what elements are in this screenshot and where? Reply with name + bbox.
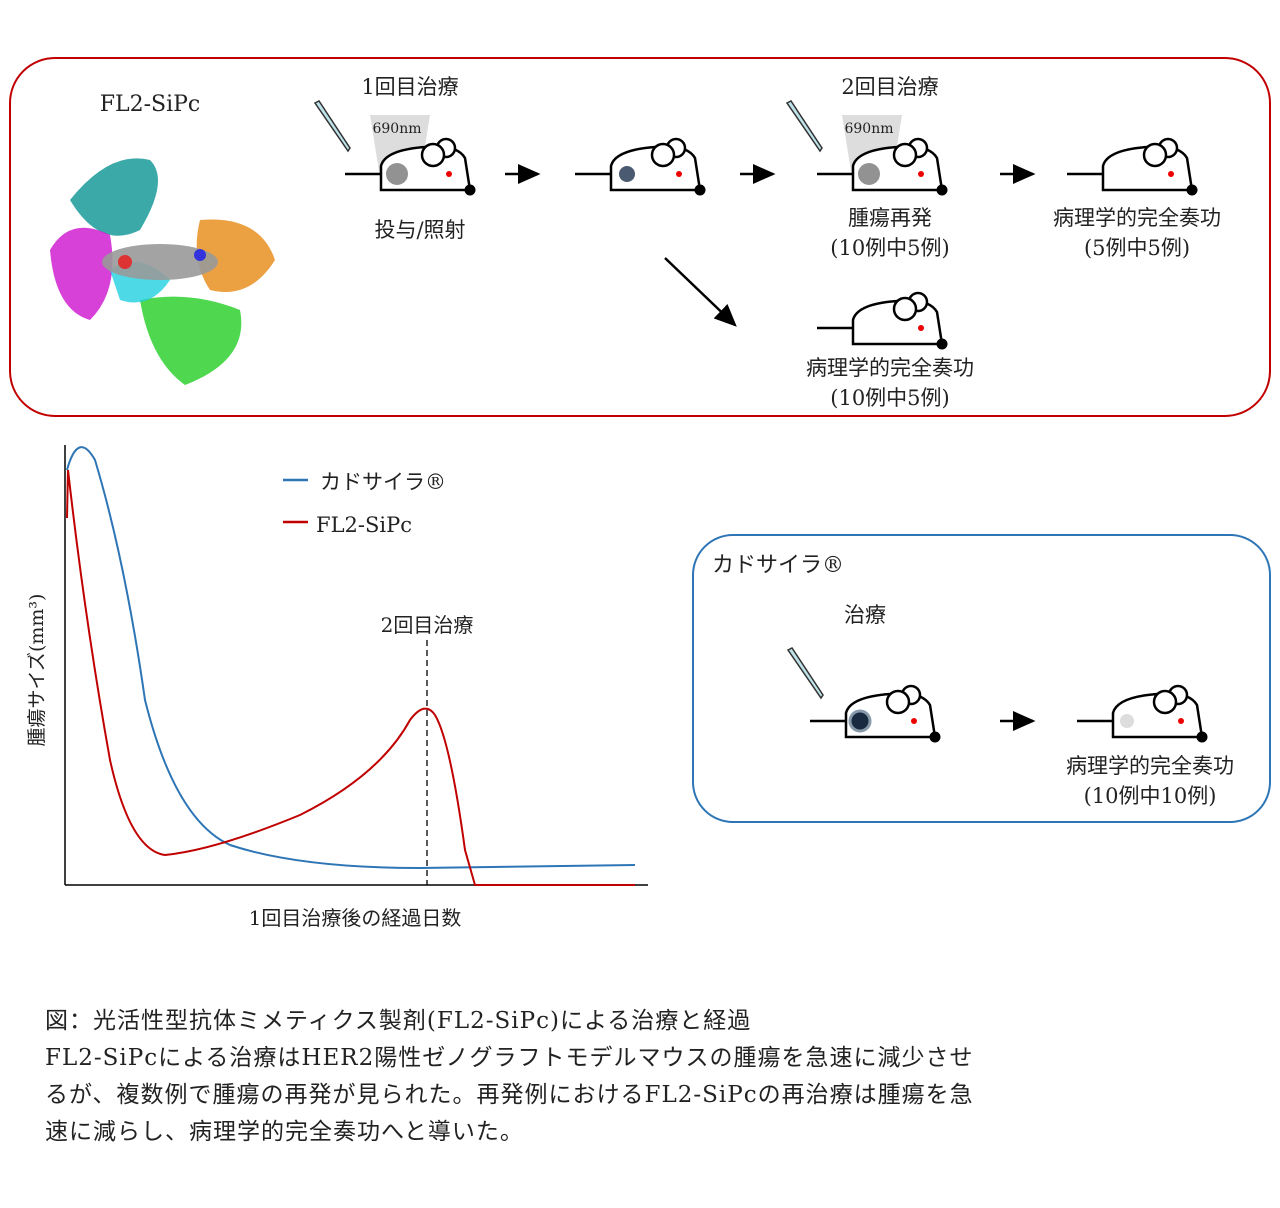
pcr-count: (10例中10例) <box>1084 784 1217 808</box>
annotation-second-treatment: 2回目治療 <box>381 613 474 637</box>
x-axis-label: 1回目治療後の経過日数 <box>249 906 462 930</box>
diagram-canvas: FL2-SiPc 1回目治療 690nm 投与/照射 2回目治療 690nm 腫… <box>9 57 1271 930</box>
treatment-label: 治療 <box>844 603 886 627</box>
tumor-icon <box>386 163 408 185</box>
tumor-remnant-icon <box>1120 714 1134 728</box>
pcr-label: 病理学的完全奏功 <box>1053 206 1221 230</box>
second-treatment-label: 2回目治療 <box>841 75 938 99</box>
kadcyla-title: カドサイラ® <box>712 553 844 578</box>
syringe-icon <box>314 100 351 152</box>
y-axis-label: 腫瘍サイズ(mm³) <box>26 594 48 747</box>
mouse-icon <box>1065 137 1199 197</box>
pcr-count: (5例中5例) <box>1084 236 1190 260</box>
pcr-label: 病理学的完全奏功 <box>806 356 974 380</box>
tumor-icon <box>848 709 872 733</box>
caption-text: 速に減らし、病理学的完全奏功へと導いた。 <box>45 1119 524 1145</box>
fl2-sipc-panel <box>9 57 1271 417</box>
mouse-icon <box>573 137 707 197</box>
tumor-icon <box>619 166 635 182</box>
caption-text: るが、複数例で腫瘍の再発が見られた。再発例におけるFL2-SiPcの再治療は腫瘍… <box>45 1082 974 1108</box>
mouse-icon <box>815 291 949 351</box>
pcr-label: 病理学的完全奏功 <box>1066 754 1234 778</box>
caption-text: FL2-SiPcによる治療はHER2陽性ゼノグラフトモデルマウスの腫瘍を急速に減… <box>45 1045 974 1071</box>
figure-caption: 図：光活性型抗体ミメティクス製剤(FL2-SiPc)による治療と経過 FL2-S… <box>45 1003 1245 1151</box>
caption-title: 図：光活性型抗体ミメティクス製剤(FL2-SiPc)による治療と経過 <box>45 1008 752 1034</box>
kadcyla-panel <box>692 534 1271 823</box>
legend-label-fl2-sipc: FL2-SiPc <box>316 513 412 537</box>
syringe-icon <box>786 100 823 152</box>
pcr-count: (10例中5例) <box>830 386 949 410</box>
diagonal-arrow-icon <box>664 257 737 327</box>
recurrence-label: 腫瘍再発 <box>848 206 932 230</box>
dose-irradiate-label: 投与/照射 <box>374 218 465 242</box>
series-line-kadcyla <box>66 446 636 870</box>
recurrence-count: (10例中5例) <box>830 236 949 260</box>
mouse-icon <box>1075 684 1209 744</box>
wavelength-label: 690nm <box>844 121 893 137</box>
protein-structure-image <box>50 158 275 385</box>
mouse-icon <box>808 684 942 744</box>
syringe-icon <box>787 647 824 699</box>
first-treatment-label: 1回目治療 <box>361 75 458 99</box>
wavelength-label: 690nm <box>372 121 421 137</box>
series-line-fl2-sipc <box>66 469 635 886</box>
legend-label-kadcyla: カドサイラ® <box>320 470 446 494</box>
tumor-icon <box>858 163 880 185</box>
compound-label: FL2-SiPc <box>100 92 201 117</box>
tumor-size-chart: 2回目治療 腫瘍サイズ(mm³) 1回目治療後の経過日数 カドサイラ® FL2-… <box>26 445 648 930</box>
